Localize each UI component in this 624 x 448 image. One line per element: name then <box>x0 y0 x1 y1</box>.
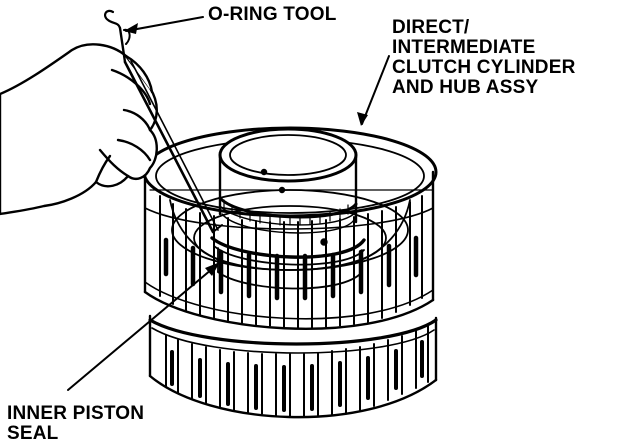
label-clutch-line-2: INTERMEDIATE <box>392 37 536 58</box>
cylinder-floor <box>169 189 411 271</box>
label-clutch-line-4: AND HUB ASSY <box>392 77 539 98</box>
hand-outline <box>0 43 158 216</box>
label-clutch-line-3: CLUTCH CYLINDER <box>392 57 576 78</box>
label-seal-line-2: SEAL <box>7 423 59 444</box>
o-ring-tool <box>104 9 223 234</box>
clutch-assy-arrowhead <box>357 112 368 126</box>
central-hub <box>210 127 366 290</box>
label-clutch-assembly: DIRECT/ INTERMEDIATE CLUTCH CYLINDER AND… <box>392 18 576 98</box>
leader-lines <box>67 16 390 391</box>
piston-seal-arrowhead <box>205 262 220 276</box>
label-inner-piston-seal: INNER PISTON SEAL <box>7 404 144 444</box>
o-ring-tool-arrowhead <box>124 23 138 34</box>
label-seal-line-1: INNER PISTON <box>7 403 145 424</box>
lower-drum <box>148 314 438 419</box>
label-o-ring-tool: O-RING TOOL <box>208 5 337 25</box>
label-o-ring-tool-text: O-RING TOOL <box>208 4 337 25</box>
label-clutch-line-1: DIRECT/ <box>392 17 470 38</box>
